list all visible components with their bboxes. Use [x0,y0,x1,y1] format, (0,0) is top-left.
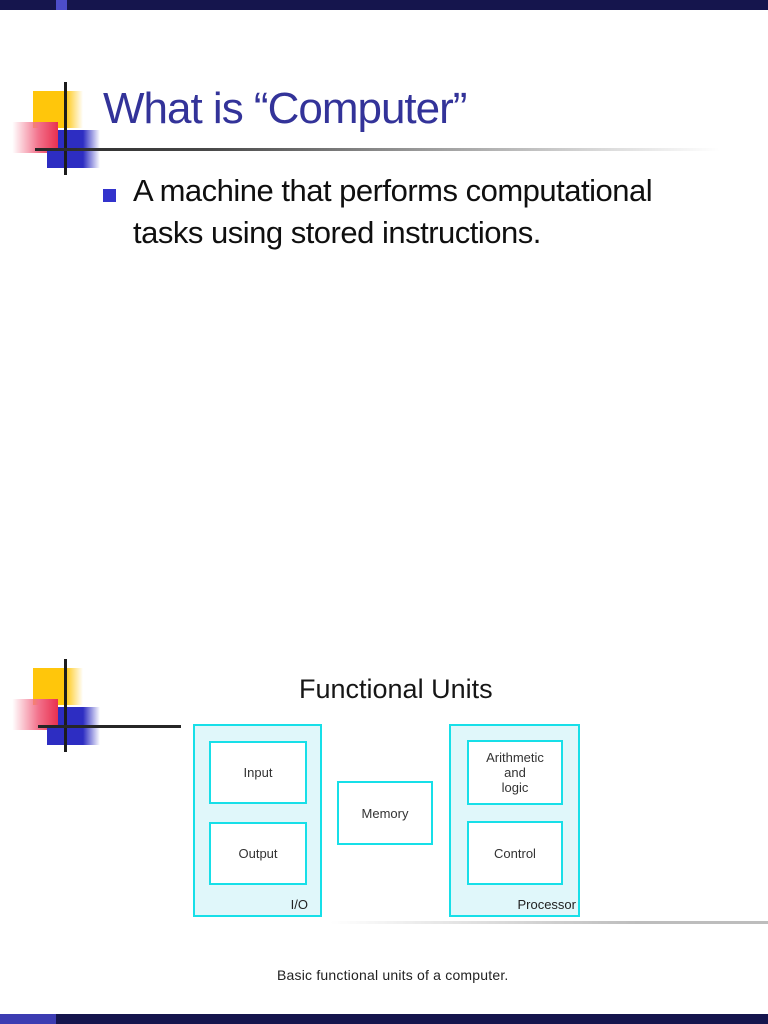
diagram-caption: Basic functional units of a computer. [277,967,509,983]
page-edge-top-accent [56,0,67,10]
processor-group-box: Arithmetic and logic Control Processor [449,724,580,917]
functional-units-heading: Functional Units [299,674,493,704]
diagram-bottom-fade-line [330,921,768,924]
page-edge-bottom-bar [0,1014,768,1024]
decoration-vertical-line [64,82,67,175]
input-box: Input [209,741,307,804]
decoration-blue-square-tab [47,727,58,745]
io-group-box: Input Output I/O [193,724,322,917]
decoration-red-square [10,699,58,730]
decoration-yellow-square [33,668,83,705]
slide-title: What is “Computer” [103,84,467,133]
bullet-text: A machine that performs computational ta… [133,173,653,250]
bullet-square-marker [103,189,116,202]
decoration-vertical-line [64,659,67,752]
decoration-blue-square-tab [47,150,58,168]
decoration-red-square [10,122,58,153]
decoration-yellow-square [33,91,83,128]
page-edge-top-bar [0,0,768,10]
heading-underline [38,725,181,728]
arithmetic-logic-box: Arithmetic and logic [467,740,563,805]
output-box: Output [209,822,307,885]
memory-box: Memory [337,781,433,845]
title-underline [35,148,741,151]
page-edge-bottom-accent [0,1014,56,1024]
processor-group-label: Processor [517,897,576,912]
io-group-label: I/O [290,897,308,912]
control-box: Control [467,821,563,885]
